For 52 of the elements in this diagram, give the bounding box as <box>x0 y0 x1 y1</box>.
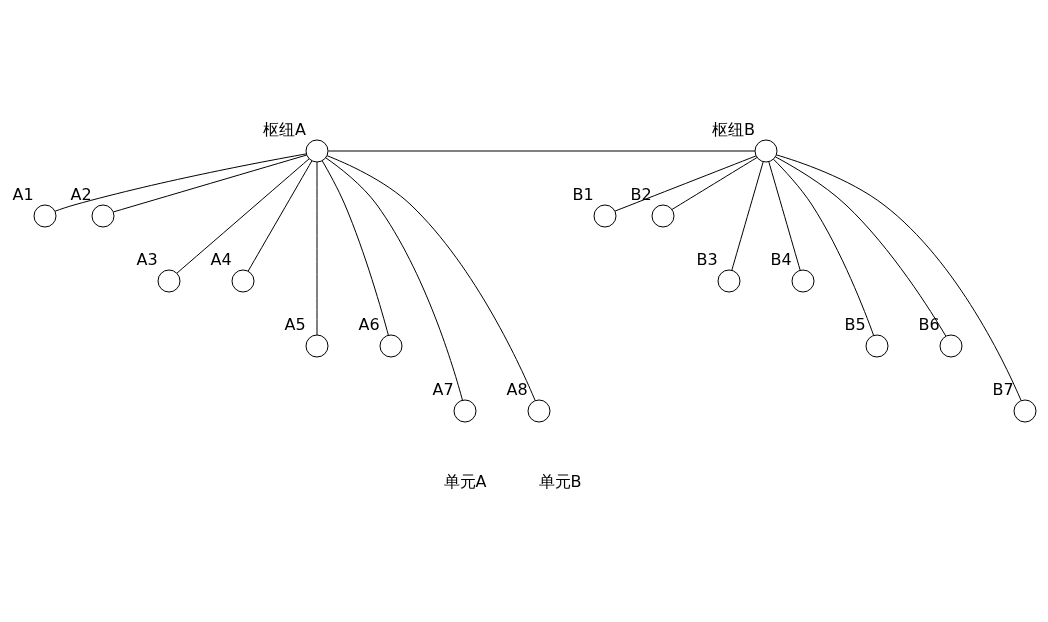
connector <box>731 161 764 271</box>
connector <box>774 155 947 336</box>
node-circle <box>527 399 551 422</box>
node-label: B5 <box>844 314 866 334</box>
node-circle <box>754 139 778 162</box>
node-label: B2 <box>630 184 652 204</box>
node-circle <box>791 269 815 292</box>
node-circle <box>717 269 741 292</box>
node-circle <box>157 269 181 292</box>
connector <box>326 154 536 401</box>
node-circle <box>453 399 477 422</box>
node-circle <box>939 334 963 357</box>
connector <box>671 156 758 210</box>
node-circle <box>305 139 329 162</box>
label: 单元A <box>443 471 487 491</box>
node-label: A5 <box>284 314 306 334</box>
node-label: B6 <box>918 314 940 334</box>
connector <box>113 154 308 212</box>
node-label: A7 <box>432 379 454 399</box>
connector <box>614 154 757 212</box>
connector <box>775 153 1022 401</box>
node-label: A6 <box>358 314 380 334</box>
connector <box>773 158 875 336</box>
connector <box>327 150 756 151</box>
node-circle <box>865 334 889 357</box>
connector <box>316 161 318 335</box>
node-label: A8 <box>506 379 528 399</box>
node-circle <box>33 204 57 227</box>
node-circle <box>593 204 617 227</box>
node-circle <box>1013 399 1037 422</box>
node-circle <box>231 269 255 292</box>
node-circle <box>91 204 115 227</box>
node-label: A2 <box>70 184 92 204</box>
node-circle <box>379 334 403 357</box>
node-label: A3 <box>136 249 158 269</box>
connector <box>325 156 463 401</box>
connector <box>321 159 389 336</box>
node-label: B1 <box>572 184 594 204</box>
node-circle <box>305 334 329 357</box>
node-label: B4 <box>770 249 792 269</box>
node-label: 枢纽B <box>712 119 755 139</box>
node-label: A4 <box>210 249 232 269</box>
connector <box>54 152 307 212</box>
node-label: B3 <box>696 249 718 269</box>
label: 单元B <box>538 471 582 491</box>
node-label: 枢纽A <box>263 119 306 139</box>
connector <box>176 157 310 274</box>
node-circle <box>651 204 675 227</box>
connector <box>768 161 801 271</box>
connector <box>247 159 313 272</box>
node-label: B7 <box>992 379 1014 399</box>
node-label: A1 <box>12 184 34 204</box>
